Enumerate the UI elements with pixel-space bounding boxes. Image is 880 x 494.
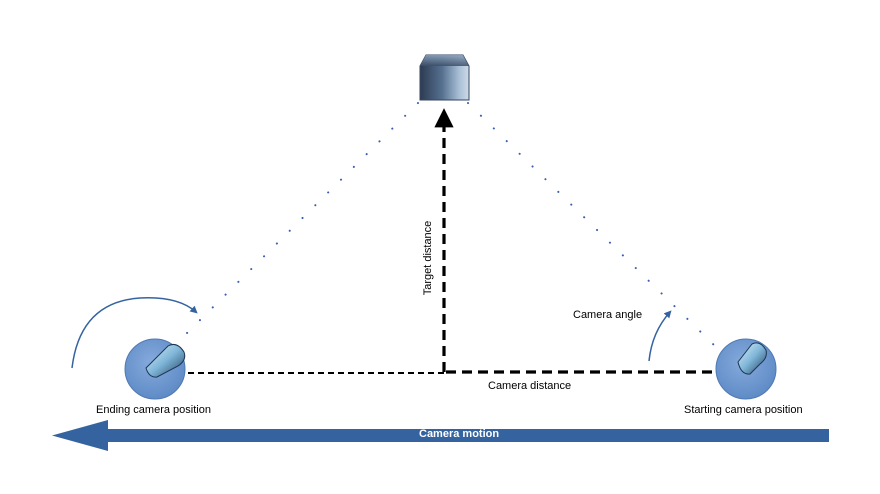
camera-angle-label: Camera angle [573,309,643,321]
ending-camera-icon [124,338,186,400]
end-sight-line [181,102,419,339]
camera-motion-label: Camera motion [419,428,500,440]
camera-angle-arc [648,310,672,362]
camera-distance-label: Camera distance [488,380,572,392]
target-distance-label: Target distance [422,220,434,296]
starting-position-label: Starting camera position [684,404,803,416]
start-sight-line [467,102,717,348]
ending-rotation-arc [71,297,198,369]
target-box-icon [419,54,470,101]
starting-camera-icon [715,338,777,400]
ending-position-label: Ending camera position [96,404,211,416]
camera-motion-arrow [52,420,829,451]
